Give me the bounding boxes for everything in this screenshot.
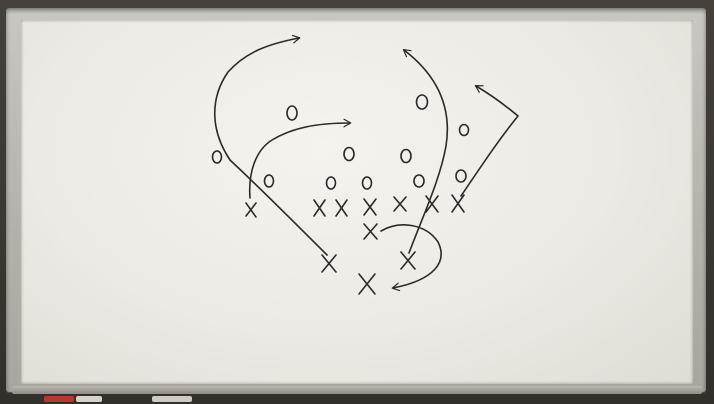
route-out-right (461, 86, 518, 196)
route-lines (215, 38, 518, 288)
defense-o-1 (287, 106, 297, 120)
offense-x-wide-left (246, 203, 256, 217)
offense-x-line-4 (394, 197, 406, 211)
defense-o-7 (460, 125, 469, 136)
defense-o-6 (417, 95, 428, 109)
offense-x-line-6 (452, 195, 464, 212)
defense-o-2 (213, 151, 222, 163)
route-deep-left (215, 38, 327, 255)
offense-x-fullback (359, 274, 375, 294)
defense-o-10 (414, 175, 424, 187)
offense-x-halfback-right (401, 252, 415, 269)
offense-x-quarterback (364, 224, 377, 239)
offense-x-line-1 (314, 200, 325, 216)
defense-o-8 (327, 177, 336, 189)
defense-o-11 (456, 170, 466, 182)
offense-x-line-3 (364, 199, 376, 215)
offense-x-halfback-left (322, 255, 336, 272)
offense-markers (246, 195, 464, 294)
defense-o-5 (401, 150, 411, 163)
defense-o-4 (344, 148, 354, 161)
defense-o-9 (363, 177, 372, 189)
offense-x-line-2 (336, 200, 347, 216)
defense-o-3 (265, 175, 274, 187)
